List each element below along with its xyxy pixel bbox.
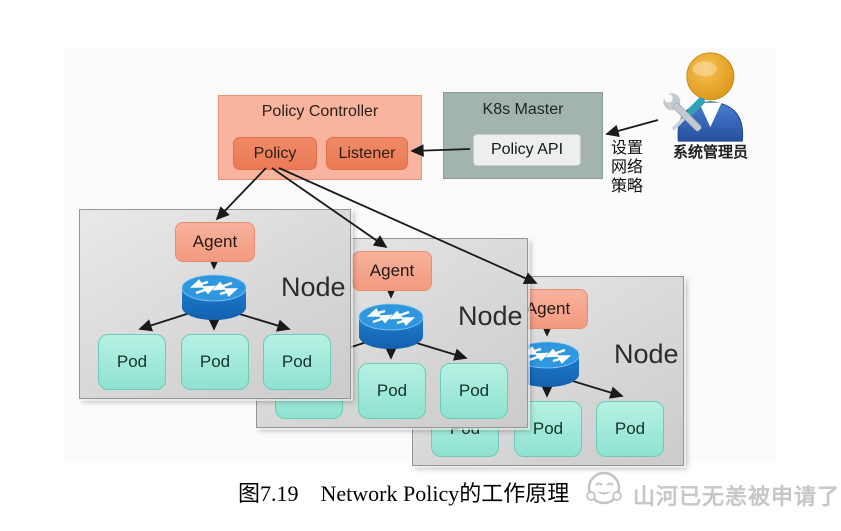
node-box-1: Agent Node Pod Pod Pod bbox=[79, 209, 351, 399]
node-label: Node bbox=[458, 301, 523, 331]
set-network-policy-note: 设置 网络 策略 bbox=[611, 139, 653, 196]
k8s-master-title: K8s Master bbox=[482, 101, 564, 118]
admin-user-with-tools-icon bbox=[663, 52, 744, 142]
pod-box: Pod bbox=[596, 401, 664, 457]
k8s-master-box: K8s Master Policy API bbox=[443, 92, 603, 179]
router-icon bbox=[180, 271, 248, 321]
policy-api-box: Policy API bbox=[473, 134, 581, 166]
agent-box: Agent bbox=[175, 222, 255, 262]
wrench-icon bbox=[663, 93, 702, 132]
note-line: 设置 bbox=[611, 140, 644, 157]
note-line: 策略 bbox=[611, 178, 644, 195]
node-label: Node bbox=[281, 272, 346, 302]
pod-box: Pod bbox=[358, 363, 426, 419]
figure-caption: 图7.19 Network Policy的工作原理 bbox=[238, 481, 570, 506]
pod-box: Pod bbox=[98, 334, 166, 390]
note-line: 网络 bbox=[611, 159, 644, 176]
pod-box: Pod bbox=[440, 363, 508, 419]
agent-box: Agent bbox=[352, 251, 432, 291]
node1-internal-arrows bbox=[138, 256, 291, 332]
pod-box: Pod bbox=[181, 334, 249, 390]
watermark-text: 山河已无恙被申请了 bbox=[633, 484, 841, 509]
router-icon bbox=[357, 300, 425, 350]
listener-box: Listener bbox=[326, 137, 408, 170]
policy-controller-title: Policy Controller bbox=[261, 103, 379, 120]
admin-label: 系统管理员 bbox=[673, 144, 749, 161]
policy-controller-box: Policy Controller Policy Listener bbox=[218, 95, 422, 180]
pod-box: Pod bbox=[263, 334, 331, 390]
policy-box: Policy bbox=[233, 137, 317, 170]
node-label: Node bbox=[614, 339, 679, 369]
wechat-emoji-icon bbox=[586, 471, 622, 505]
